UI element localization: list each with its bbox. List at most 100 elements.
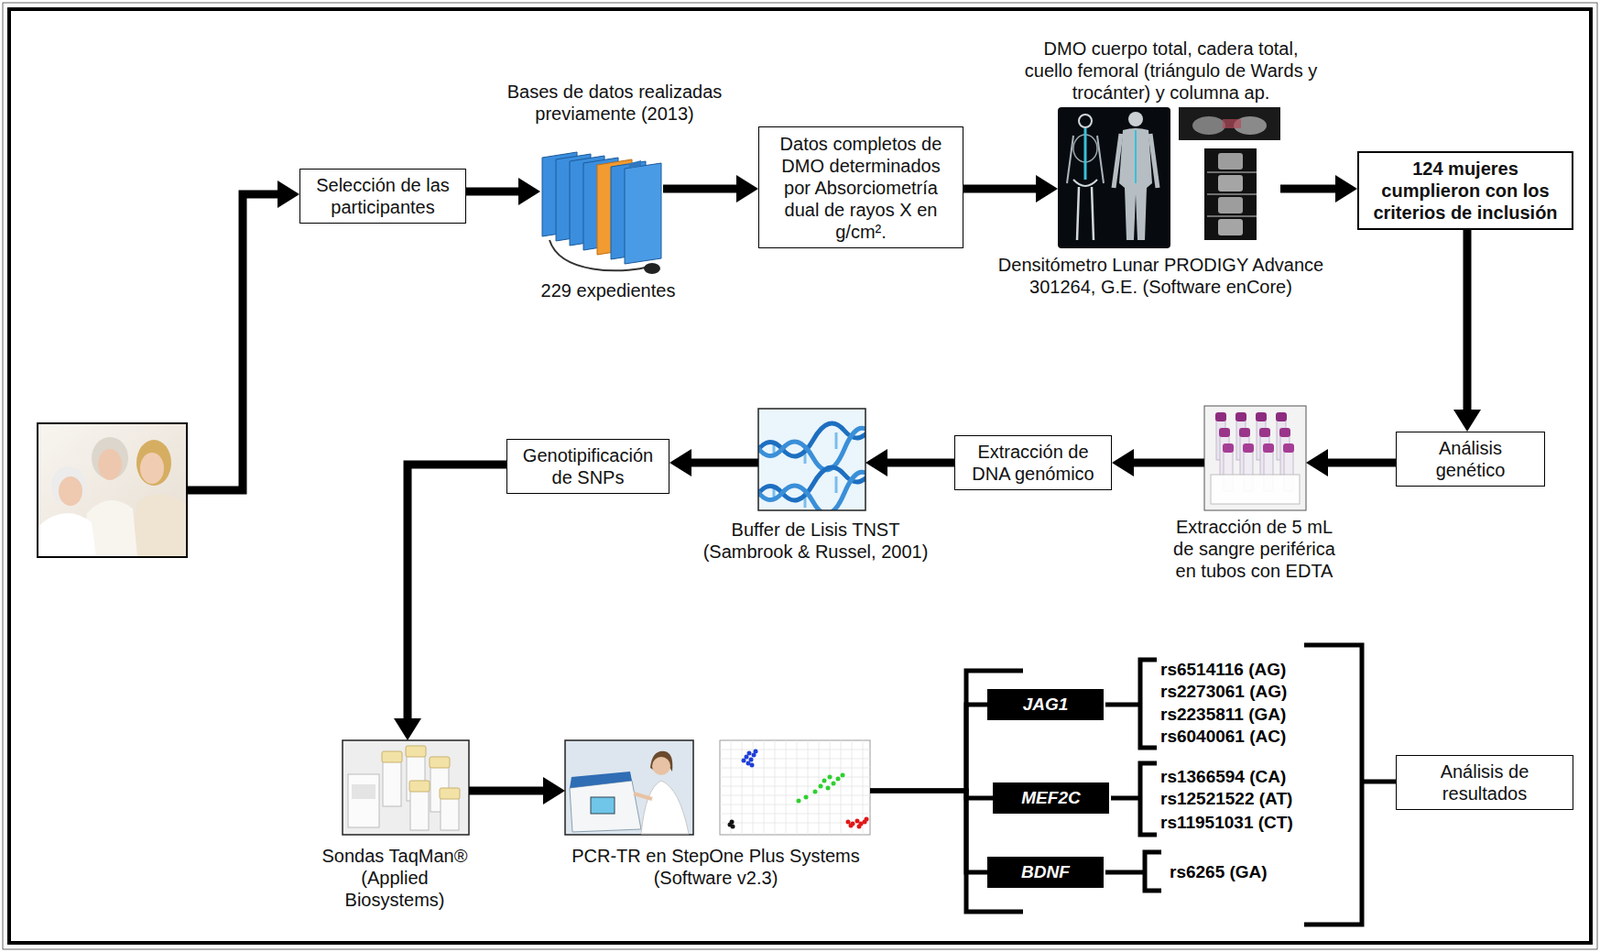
blood-tubes-photo [1259, 427, 1271, 437]
blood-tubes-photo [1222, 443, 1234, 453]
connector-line [1280, 185, 1338, 194]
genotype-scatter-plot [753, 749, 759, 754]
connector-line [870, 790, 988, 872]
taqman-vials-photo [342, 740, 469, 835]
blood-tubes-photo [1255, 412, 1267, 422]
blood-tubes-photo [1215, 412, 1227, 422]
connector-arrow [963, 174, 1058, 203]
node-text: Análisis de resultados [1404, 760, 1566, 805]
node-text: MEF2C [1021, 787, 1080, 808]
taqman-vials-photo [410, 789, 429, 830]
genotype-scatter-plot [741, 758, 747, 763]
women-photo [58, 476, 83, 506]
blood-tubes-illustration: Extracción de 5 mL de sangre periférica … [1204, 405, 1307, 511]
node-text: PCR-TR en StepOne Plus Systems (Software… [562, 844, 870, 889]
women-photo [37, 512, 97, 557]
connector-arrow [466, 177, 541, 206]
connector-line [885, 458, 955, 468]
densitometry-illustration: DMO cuerpo total, cadera total, cuello f… [1057, 107, 1281, 249]
node-text: DMO cuerpo total, cadera total, cuello f… [1020, 37, 1323, 104]
snp-label: rs2273061 (AG) [1160, 681, 1287, 702]
densitometry-scans [1066, 135, 1104, 184]
densitometry-scans [1218, 218, 1243, 236]
node-text: Densitómetro Lunar PRODIGY Advance 30126… [987, 253, 1336, 298]
start-arrow [186, 194, 281, 490]
genotype-scatter-plot [827, 774, 833, 780]
connector-arrow [1111, 448, 1205, 477]
genotype-scatter-plot [836, 776, 841, 782]
connector-arrow [865, 448, 955, 477]
genotype-scatter-plot [747, 751, 752, 756]
genotype-scatter-plot [864, 816, 870, 822]
blood-tubes-photo [1283, 443, 1295, 453]
node-text: BDNF [1021, 861, 1070, 882]
connector-line [663, 185, 739, 194]
connector-arrow [1453, 229, 1481, 432]
bracket [1110, 762, 1157, 835]
taqman-vials-photo [348, 773, 380, 828]
gene-box: JAG1 [987, 688, 1104, 720]
taqman-vials-photo [439, 787, 460, 799]
dna-helix-image [758, 427, 866, 470]
snp-label: rs6265 (GA) [1169, 861, 1268, 882]
women-photo [97, 448, 122, 480]
genotype-scatter-plot [728, 819, 736, 829]
process-box: Análisis genético [1395, 431, 1546, 487]
genotype-scatter-plot [857, 824, 862, 829]
women-photo [128, 493, 187, 557]
densitometry-scans [1178, 107, 1281, 141]
blood-tubes-photo [1204, 405, 1307, 511]
node-text: Buffer de Lisis TNST (Sambrook & Russel,… [696, 518, 936, 563]
bracket [1105, 851, 1162, 891]
women-photo [91, 436, 129, 479]
folders-icon [549, 239, 645, 271]
snp-label: rs11951031 (CT) [1160, 812, 1294, 833]
taqman-vials-photo [351, 783, 376, 799]
node-text: Análisis genético [1404, 436, 1537, 481]
process-box: Extracción de DNA genómico [954, 435, 1112, 490]
densitometry-scans [1128, 111, 1143, 127]
node-text: Bases de datos realizadas previamente (2… [500, 80, 730, 125]
densitometry-scans [1204, 148, 1257, 240]
snp-label: rs6040061 (AC) [1160, 726, 1286, 747]
genotype-scatter-plot [719, 740, 871, 835]
genotype-scatter-plot [729, 819, 735, 825]
genotype-scatter-plot [719, 740, 871, 835]
taqman-vials-photo [429, 756, 450, 768]
genotype-scatter-plot [848, 823, 854, 828]
connector-line [689, 458, 759, 468]
densitometry-scans [1119, 128, 1153, 240]
process-box: Datos completos de DMO determinados por … [758, 126, 964, 249]
genotype-scatter-plot [831, 781, 837, 786]
blood-tubes-photo [1242, 443, 1254, 453]
bracket [1304, 644, 1396, 925]
densitometry-scans [1134, 130, 1137, 184]
connector-arrow [468, 776, 566, 805]
connector-arrow [663, 174, 759, 203]
arrow-head [1306, 448, 1328, 477]
women-photo [37, 423, 187, 557]
pcr-machine-photo [565, 740, 694, 835]
process-box: Genotipificación de SNPs [506, 438, 670, 494]
genotype-scatter-plot [749, 757, 754, 762]
genotype-scatter-plot [741, 749, 759, 768]
blood-tubes-photo [1210, 474, 1300, 504]
densitometry-scans [1078, 114, 1092, 128]
start-arrow [277, 180, 300, 208]
dna-illustration: Buffer de Lisis TNST (Sambrook & Russel,… [758, 408, 866, 511]
folders-icon [542, 152, 662, 274]
women-photo [136, 439, 172, 486]
women-photo [37, 423, 187, 557]
pcr-machine-photo [569, 771, 632, 788]
pcr-machine-photo [652, 756, 671, 775]
node-text: JAG1 [1023, 694, 1069, 715]
node-text: 124 mujeres cumplieron con los criterios… [1366, 157, 1565, 224]
dna-helix-image [758, 408, 866, 511]
genotype-scatter-plot [813, 789, 818, 795]
gene-box: MEF2C [992, 782, 1110, 814]
blood-tubes-photo [1279, 427, 1291, 437]
densitometry-scans [1073, 179, 1098, 186]
connector-arrow [393, 464, 507, 741]
taqman-illustration: Sondas TaqMan® (Applied Biosystems) [342, 740, 469, 835]
